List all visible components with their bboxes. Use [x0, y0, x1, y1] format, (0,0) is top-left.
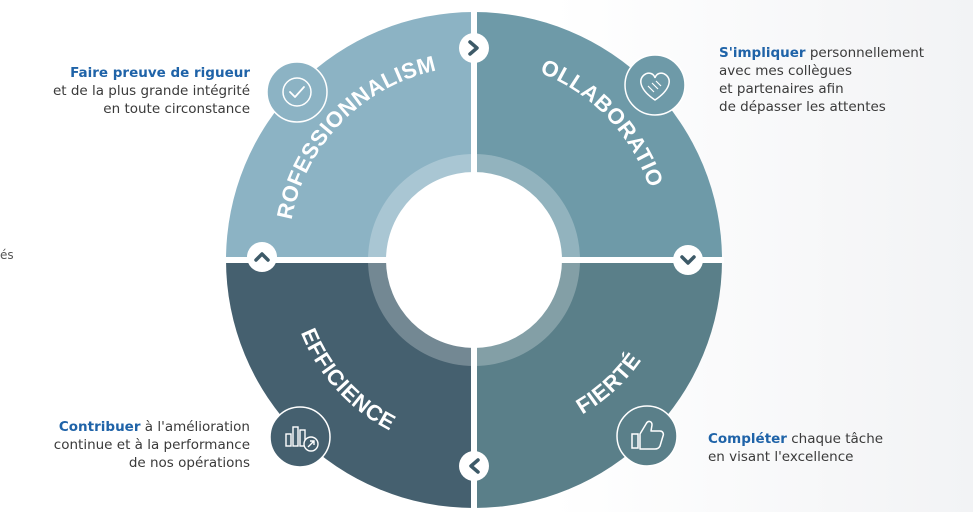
thumbs-up-icon	[616, 405, 678, 467]
chevron-right-button[interactable]	[459, 33, 489, 63]
desc-efficience-bold: Contribuer	[58, 419, 141, 435]
handshake-heart-icon	[624, 54, 686, 116]
chevron-up-button[interactable]	[247, 242, 277, 272]
desc-fierte-bold: Compléter	[708, 431, 787, 447]
desc-efficience-inline: à l'amélioration	[140, 419, 250, 435]
desc-fierte: Compléter chaque tâche en visant l'excel…	[708, 430, 948, 466]
desc-collaboration-line1: avec mes collègues	[719, 63, 853, 79]
desc-efficience-line2: de nos opérations	[128, 455, 250, 471]
desc-professionnalisme: Faire preuve de rigueur et de la plus gr…	[20, 64, 250, 118]
desc-collaboration-bold: S'impliquer	[719, 45, 806, 61]
chart-growth-icon	[269, 406, 331, 468]
desc-efficience-line1: continue et à la performance	[53, 437, 250, 453]
chevron-up-icon	[254, 252, 270, 262]
desc-professionnalisme-line2: en toute circonstance	[103, 101, 250, 117]
desc-collaboration-line2: et partenaires afin	[719, 81, 844, 97]
desc-fierte-inline: chaque tâche	[786, 431, 884, 447]
left-stub-text: és	[0, 248, 14, 262]
chevron-down-button[interactable]	[673, 245, 703, 275]
desc-professionnalisme-bold: Faire preuve de rigueur	[70, 65, 250, 81]
check-circle-icon	[266, 61, 328, 123]
chevron-left-icon	[469, 458, 480, 474]
chevron-right-icon	[468, 40, 479, 56]
center-circle	[386, 172, 562, 348]
desc-professionnalisme-line1: et de la plus grande intégrité	[52, 83, 250, 99]
desc-efficience: Contribuer à l'amélioration continue et …	[10, 418, 250, 472]
chevron-left-button[interactable]	[459, 451, 489, 481]
desc-collaboration-inline: personnellement	[805, 45, 925, 61]
desc-collaboration: S'impliquer personnellement avec mes col…	[719, 44, 969, 116]
desc-fierte-line1: en visant l'excellence	[708, 449, 854, 465]
desc-collaboration-line3: de dépasser les attentes	[719, 99, 886, 115]
chevron-down-icon	[680, 255, 696, 265]
